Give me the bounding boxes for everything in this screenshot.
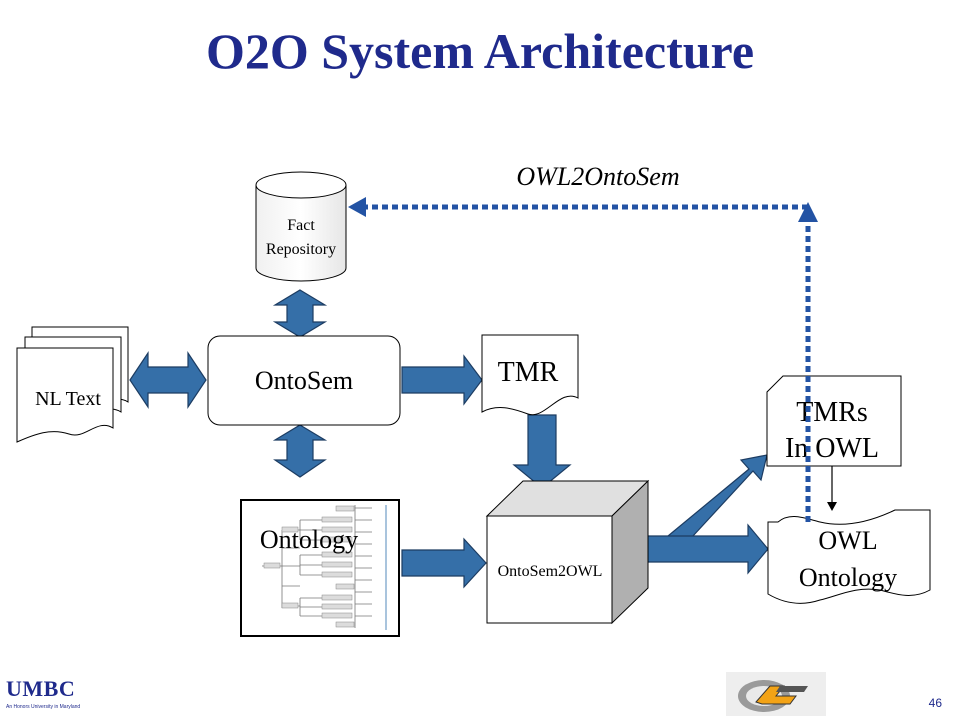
ontosem-label: OntoSem	[255, 366, 353, 395]
ontosem2owl-label: OntoSem2OWL	[498, 563, 603, 580]
page-number: 46	[928, 696, 942, 710]
arrow-ontosem2owl-to-owl-ontology	[631, 523, 769, 575]
thin-arrow-tmrs-to-owl-ontology	[827, 466, 837, 511]
arrow-ontology-to-ontosem2owl	[401, 537, 487, 589]
ontosem-node: OntoSem	[207, 335, 401, 426]
nl-text-node: NL Text	[16, 326, 129, 443]
tmrs-label-line2: In OWL	[785, 433, 879, 464]
fact-repository-label-line1: Fact	[287, 217, 315, 234]
tmrs-label-line1: TMRs	[796, 397, 868, 428]
owl-ontology-label-line1: OWL	[818, 526, 877, 555]
double-arrow-nltext-ontosem	[129, 351, 207, 409]
partner-logo-image	[726, 672, 826, 716]
arrow-tmr-to-ontosem2owl	[512, 414, 572, 489]
owl-ontology-label-line2: Ontology	[799, 563, 897, 592]
owl2ontosem-label: OWL2OntoSem	[516, 162, 679, 191]
ontosem2owl-node: OntoSem2OWL	[485, 479, 650, 625]
ontology-node: Ontology	[240, 499, 400, 637]
fact-repository-node: Fact Repository	[255, 171, 347, 282]
fact-repository-label-line2: Repository	[266, 241, 336, 258]
tmr-node: TMR	[481, 334, 579, 416]
umbc-tagline: An Honors University in Maryland	[6, 704, 81, 710]
slide-title: O2O System Architecture	[205, 23, 755, 79]
umbc-logo: UMBC	[6, 676, 76, 701]
owl-ontology-node: OWL Ontology	[767, 509, 931, 604]
owl2ontosem-dashed-arrow	[348, 197, 818, 522]
tmr-label: TMR	[498, 357, 559, 388]
nl-text-label: NL Text	[35, 388, 101, 410]
ontology-label: Ontology	[260, 525, 358, 554]
double-arrow-ontosem-ontology	[272, 424, 328, 478]
arrow-ontosem-to-tmr	[401, 354, 483, 406]
double-arrow-fact-ontosem	[272, 289, 328, 338]
tmrs-in-owl-node: TMRs In OWL	[766, 375, 902, 467]
